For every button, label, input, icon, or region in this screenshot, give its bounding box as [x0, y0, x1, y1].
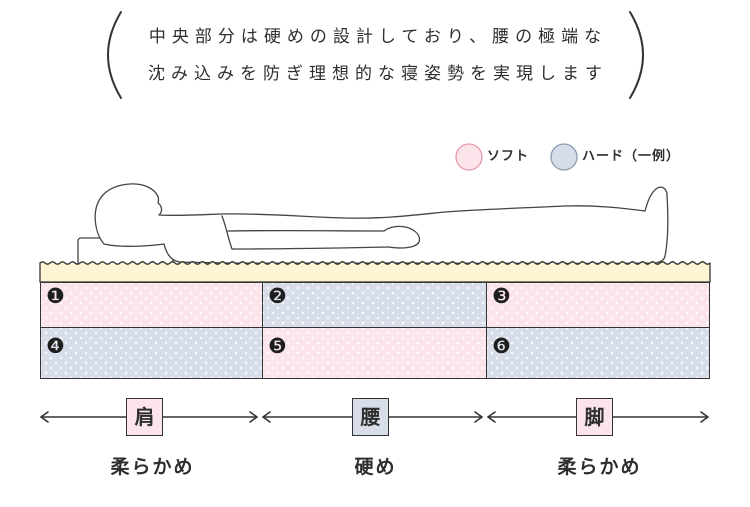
mattress-zone-4: ❹ [41, 328, 263, 378]
person-body-outline [94, 183, 669, 265]
zone-number: ❶ [46, 284, 65, 308]
firmness-label: 柔らかめ [557, 456, 642, 478]
arrow-head-right [700, 411, 709, 423]
body-part-box: 脚 [576, 398, 613, 436]
legend-hard-swatch [550, 143, 578, 171]
legend-soft-label: ソフト [487, 149, 530, 164]
person-shoulder-line [221, 215, 233, 250]
mattress-zone-1: ❶ [41, 283, 263, 328]
caption-line-2: 沈み込みを防ぎ理想的な寝姿勢を実現します [148, 64, 608, 84]
region-legs: 脚 柔らかめ [487, 398, 710, 488]
arrow-head-left [487, 411, 496, 423]
firmness-label: 柔らかめ [110, 456, 195, 478]
arrow-head-right [249, 411, 258, 423]
person-hand [383, 225, 421, 249]
zone-number: ❺ [268, 334, 287, 358]
mattress-zone-3: ❸ [487, 283, 709, 328]
zone-number: ❷ [268, 284, 287, 308]
caption-left-bracket [107, 11, 122, 99]
legend-hard-label: ハード（一例） [582, 149, 681, 164]
caption-right-bracket [629, 11, 644, 99]
mattress-zone-6: ❻ [487, 328, 709, 378]
person-arm-lower-line [231, 246, 389, 250]
legend-soft-swatch [455, 143, 483, 171]
zone-number: ❹ [46, 334, 65, 358]
body-part-box: 腰 [352, 398, 389, 436]
arrow-head-left [40, 411, 49, 423]
mattress-zone-5: ❺ [263, 328, 487, 378]
caption-line-1: 中央部分は硬めの設計しており、腰の極端な [148, 27, 608, 47]
mattress-zone-grid: ❶ ❷ ❸ ❹ ❺ ❻ [40, 282, 710, 379]
arrow-head-left [262, 411, 271, 423]
firmness-label: 硬め [354, 456, 397, 478]
body-part-box: 肩 [126, 398, 163, 436]
mattress-top-layer [39, 261, 711, 283]
region-shoulder: 肩 柔らかめ [40, 398, 263, 488]
zone-number: ❻ [492, 334, 511, 358]
zone-number: ❸ [492, 284, 511, 308]
arrow-head-right [474, 411, 483, 423]
person-silhouette [94, 183, 669, 265]
mattress-zone-2: ❷ [263, 283, 487, 328]
region-waist: 腰 硬め [263, 398, 486, 488]
